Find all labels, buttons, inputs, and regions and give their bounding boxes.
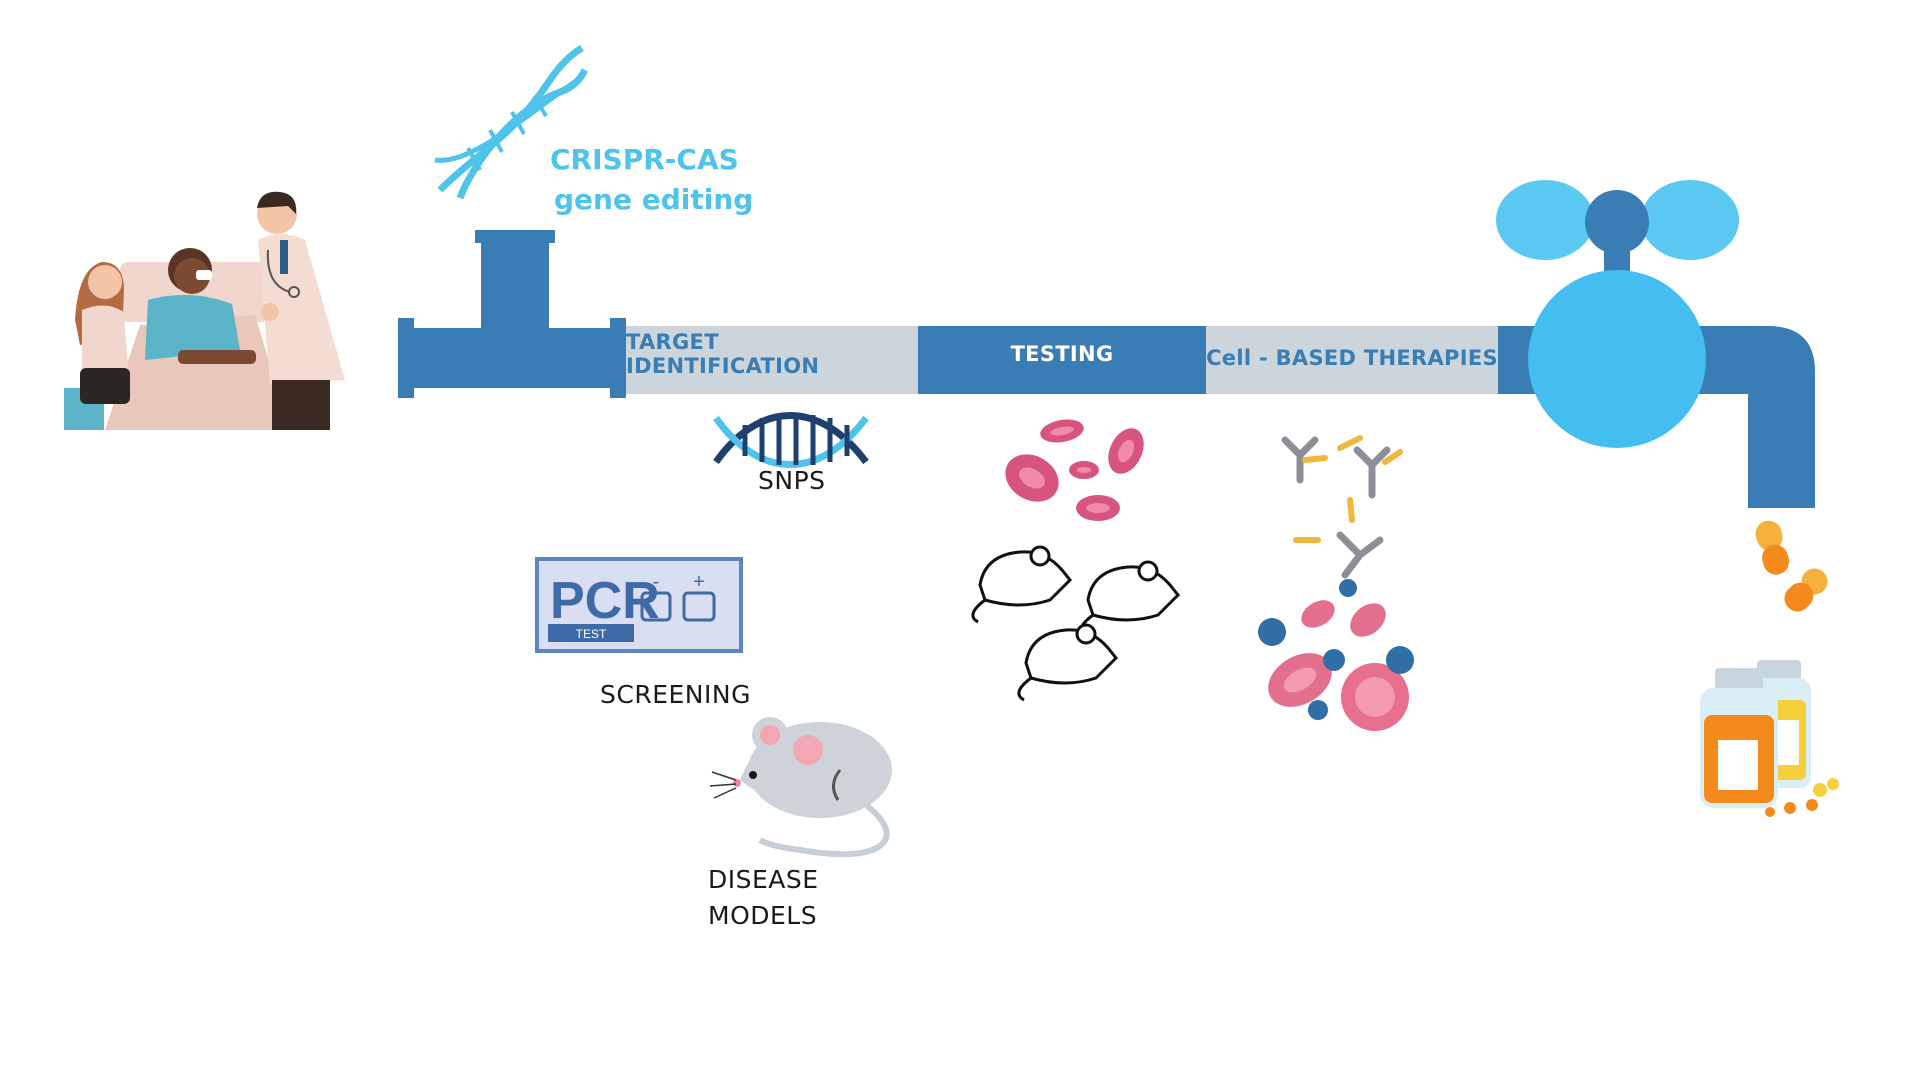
segment-label-target-identification: TARGET IDENTIFICATION xyxy=(626,330,820,378)
crispr-line2: gene editing xyxy=(554,183,754,216)
screening-label: SCREENING xyxy=(600,680,751,709)
snps-label: SNPS xyxy=(758,466,826,495)
lab-mouse-icon xyxy=(709,717,892,858)
virus-cells-icon xyxy=(1258,579,1414,731)
antibodies-icon xyxy=(1281,435,1403,579)
disease-models-line1: DISEASE xyxy=(708,865,819,894)
medicine-bottles-icon xyxy=(1700,660,1839,817)
pcr-minus: - xyxy=(653,571,660,593)
patient-doctor-icon xyxy=(64,191,345,430)
capsule-icon xyxy=(1755,520,1828,612)
segment-cell-based xyxy=(1206,326,1498,394)
pipe-inlet xyxy=(398,230,626,398)
segment-label-cell-based: Cell - BASED THERAPIES xyxy=(1206,346,1498,370)
faucet-icon xyxy=(1496,180,1739,448)
snp-dna-icon xyxy=(713,412,869,468)
crispr-line1: CRISPR-CAS xyxy=(550,143,739,176)
segment-label-testing: TESTING xyxy=(1010,342,1114,366)
mice-outline-icon xyxy=(971,545,1181,702)
dna-helix-icon xyxy=(434,44,589,200)
disease-models-line2: MODELS xyxy=(708,901,818,930)
segment-testing xyxy=(918,326,1206,394)
pcr-plus: + xyxy=(693,571,705,593)
crispr-label: CRISPR-CAS gene editing xyxy=(550,140,753,220)
pipe-elbow xyxy=(1740,326,1815,508)
segment-target-identification xyxy=(626,326,918,394)
disease-models-label: DISEASE MODELS xyxy=(708,862,819,934)
pcr-test-icon: PCR TEST - + xyxy=(535,557,743,653)
pcr-sub-text: TEST xyxy=(576,627,607,641)
red-blood-cells-icon xyxy=(1005,419,1144,521)
